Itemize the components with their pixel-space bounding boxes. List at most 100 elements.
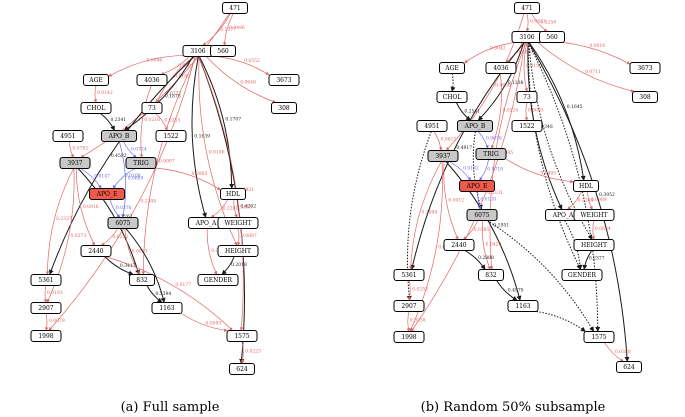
node-apo-b: APO_B (101, 130, 137, 142)
node-box-1998 (30, 330, 62, 342)
edge-weight-3106-to-4036: 0.0001 (178, 63, 194, 69)
edge-weight-6075-to-2440: 0.0252 (113, 234, 129, 240)
panel-full-sample: 0.53770.04960.07220.00460.00010.01820.05… (30, 2, 300, 415)
node-box-apo-e (89, 188, 125, 200)
edge-3106-to-age (108, 54, 184, 77)
node-label-5361: 5361 (401, 272, 416, 279)
edge-hdl-to-apo-a (210, 199, 229, 218)
node-label-2440: 2440 (88, 248, 103, 255)
node-label-1998: 1998 (401, 334, 416, 341)
node-560: 560 (539, 31, 565, 43)
node-box-6075 (107, 217, 139, 229)
node-box-4951 (416, 120, 448, 132)
edge-weight-to-height (591, 220, 595, 240)
edge-weight-apo-b-to-trig: 0.0724 (131, 146, 147, 152)
edge-weight-3106-to-3673: 0.0552 (244, 58, 260, 64)
node-box-1998 (393, 331, 425, 343)
edge-weight-3106-to-308: 0.0711 (585, 69, 601, 75)
node-2440: 2440 (80, 245, 112, 257)
node-box-hdl (573, 180, 599, 192)
edge-trig-to-apo-e (479, 159, 489, 181)
edge-weight-2440-to-1575: 0.0177 (175, 282, 191, 288)
edge-weight-trig-to-apo-e: 0.0718 (487, 167, 503, 173)
node-471: 471 (514, 2, 540, 14)
node-6075: 6075 (107, 217, 139, 229)
edge-weight-3106-to-1998: 0.2131 (487, 190, 503, 196)
node-box-chol (80, 102, 112, 114)
edge-3106-to-624 (528, 42, 630, 362)
node-2907: 2907 (30, 302, 62, 314)
node-4036: 4036 (136, 74, 168, 86)
node-5361: 5361 (30, 274, 62, 286)
node-label-1998: 1998 (38, 333, 53, 340)
node-4951: 4951 (416, 120, 448, 132)
edge-weight-1575-to-624: 0.0223 (245, 349, 261, 355)
node-box-hdl (220, 188, 246, 200)
edge-height-to-gender (582, 250, 593, 270)
edge-weight-3106-to-73: 0.0182 (174, 73, 190, 79)
node-3937: 3937 (59, 157, 91, 169)
edge-weight-2440-to-832: 0.2888 (478, 255, 494, 261)
node-1998: 1998 (393, 331, 425, 343)
edge-weight-weight-to-height: 0.0634 (595, 226, 611, 232)
node-box-1522 (155, 130, 187, 142)
node-box-3673 (629, 62, 661, 74)
edge-weight-6075-to-2440: 0.0385 (474, 227, 490, 233)
node-label-apo-a: APO_A (195, 220, 217, 227)
edge-weight-1575-to-624: 0.0380 (615, 349, 631, 355)
node-label-832: 832 (136, 277, 148, 284)
node-label-308: 308 (278, 105, 290, 112)
node-label-trig: TRIG (483, 151, 499, 158)
edge-hdl-to-weight (233, 199, 238, 218)
edge-3937-to-2907 (46, 168, 75, 303)
node-box-2440 (443, 239, 475, 251)
node-chol: CHOL (436, 91, 468, 103)
edge-weight-3106-to-1998: 0.2308 (140, 198, 156, 204)
edge-apo-e-to-6075 (109, 199, 121, 218)
edge-hdl-to-weight (587, 191, 593, 210)
edge-6075-to-832 (482, 220, 491, 270)
node-5361: 5361 (393, 269, 425, 281)
edge-3106-to-apo-b (123, 56, 194, 131)
edge-weight-3106-to-apo-a: 0.1639 (194, 133, 210, 139)
edge-471-to-3106 (202, 13, 231, 46)
edge-weight-3937-to-832: 0.2262 (117, 214, 133, 220)
edge-weight-2440-to-832: 0.3417 (120, 263, 136, 269)
node-box-trig (475, 148, 507, 160)
node-trig: TRIG (475, 148, 507, 160)
edge-6075-to-2440 (462, 220, 479, 240)
node-label-height: HEIGHT (225, 248, 251, 255)
edge-3106-to-apo-b (477, 42, 525, 121)
edge-weight-6075-to-832: 0.0093 (132, 248, 148, 254)
edge-weight-3937-to-5361: 0.2094 (422, 210, 438, 216)
node-chol: CHOL (80, 102, 112, 114)
edge-weight-trig-to-hdl: 0.0405 (540, 171, 556, 177)
node-label-1163: 1163 (159, 305, 174, 312)
edge-471-to-560 (531, 13, 548, 32)
edge-weight-73-to-1522: 0.0253 (165, 117, 181, 123)
edge-3937-to-2440 (443, 161, 459, 240)
node-box-4036 (136, 74, 168, 86)
edge-2440-to-832 (104, 256, 134, 276)
node-624: 624 (229, 363, 255, 375)
edge-3106-to-5361 (48, 56, 195, 275)
node-label-apo-b: APO_B (464, 123, 486, 130)
caption-full-sample: (a) Full sample (121, 400, 220, 415)
node-label-6075: 6075 (115, 220, 130, 227)
edge-weight-3106-to-308: 0.0640 (240, 80, 256, 86)
node-label-weight: WEIGHT (581, 212, 608, 219)
edge-weight-2907-to-1998: 0.0238 (410, 318, 426, 324)
edge-weight-3937-to-1163: 0.1951 (493, 223, 509, 229)
edge-4951-to-3937 (433, 131, 443, 151)
node-box-73 (516, 91, 538, 103)
edge-weight-3937-to-2440: 0.0916 (83, 204, 99, 210)
edge-weight-3106-to-age: 0.0042 (490, 46, 506, 52)
node-2440: 2440 (443, 239, 475, 251)
edge-age-to-chol (93, 85, 97, 103)
node-box-308 (271, 102, 297, 114)
node-label-gender: GENDER (568, 272, 597, 279)
node-4951: 4951 (52, 130, 84, 142)
edge-471-to-3106 (526, 13, 530, 32)
node-box-apo-b (457, 120, 493, 132)
edge-weight-3106-to-73: 0.0150 (526, 63, 542, 69)
